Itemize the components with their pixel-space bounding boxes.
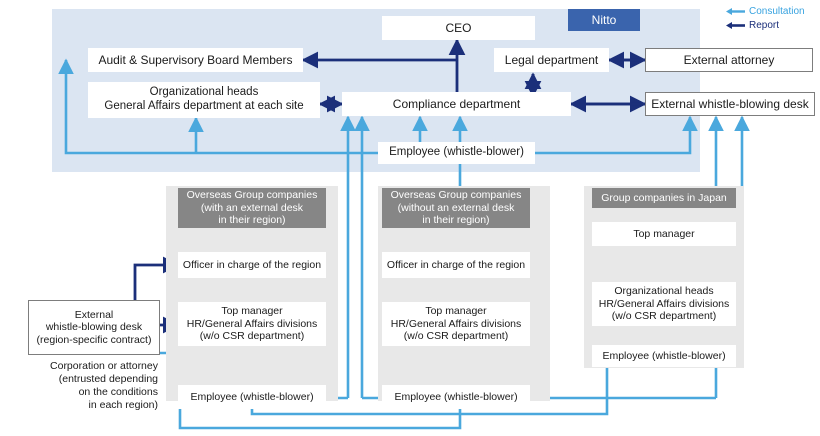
region-desk-note: Corporation or attorney (entrusted depen…: [50, 360, 158, 412]
legend-item-report: Report: [726, 20, 805, 31]
group-panel-japan: [584, 186, 744, 368]
node-top-manager-japan: Top manager: [592, 222, 736, 246]
node-external-attorney: External attorney: [645, 48, 813, 72]
node-employee-overseas-with-desk: Employee (whistle-blower): [178, 385, 326, 409]
node-legal-department: Legal department: [494, 48, 609, 72]
group-header-overseas-without-desk: Overseas Group companies (without an ext…: [382, 188, 530, 228]
node-ceo: CEO: [382, 16, 535, 40]
node-compliance-department: Compliance department: [342, 92, 571, 116]
node-employee-overseas-without-desk: Employee (whistle-blower): [382, 385, 530, 409]
legend-label-consultation: Consultation: [749, 6, 805, 17]
group-header-overseas-with-desk: Overseas Group companies (with an extern…: [178, 188, 326, 228]
node-external-whistle-blowing-desk: External whistle-blowing desk: [645, 92, 815, 116]
node-top-manager-overseas-without-desk: Top manager HR/General Affairs divisions…: [382, 302, 530, 346]
node-top-manager-overseas-with-desk: Top manager HR/General Affairs divisions…: [178, 302, 326, 346]
report-arrow-icon: [726, 22, 745, 29]
consultation-arrow-icon: [726, 8, 745, 15]
node-nitto-employee: Employee (whistle-blower): [378, 142, 535, 164]
node-officer-overseas-with-desk: Officer in charge of the region: [178, 252, 326, 278]
node-organizational-heads-japan: Organizational heads HR/General Affairs …: [592, 282, 736, 326]
group-header-japan: Group companies in Japan: [592, 188, 736, 208]
node-audit-board: Audit & Supervisory Board Members: [88, 48, 303, 72]
legend-item-consultation: Consultation: [726, 6, 805, 17]
legend: Consultation Report: [726, 6, 805, 31]
nitto-tag: Nitto: [568, 9, 640, 31]
node-employee-japan: Employee (whistle-blower): [592, 345, 736, 367]
legend-label-report: Report: [749, 20, 780, 31]
node-officer-overseas-without-desk: Officer in charge of the region: [382, 252, 530, 278]
node-region-external-desk: External whistle-blowing desk (region-sp…: [28, 300, 160, 355]
node-organizational-heads: Organizational heads General Affairs dep…: [88, 82, 320, 118]
